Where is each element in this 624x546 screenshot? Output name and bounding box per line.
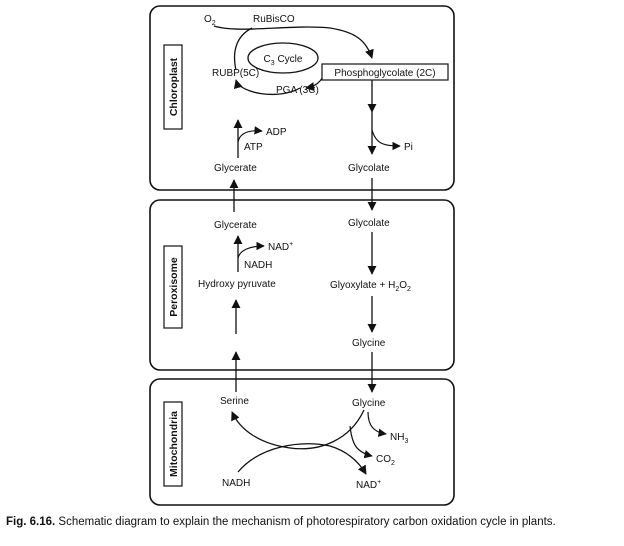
peroxisome-box xyxy=(149,199,455,371)
mitochondria-glycine-label: Glycine xyxy=(352,398,386,409)
c3-cycle-label: C3 Cycle xyxy=(264,54,303,67)
pi-label: Pi xyxy=(404,142,413,153)
glycine-to-serine-arc xyxy=(231,409,365,450)
chloroplast-glycerate-label: Glycerate xyxy=(214,163,257,174)
nh3-release-arrow xyxy=(367,411,387,437)
phosphoglycolate-box xyxy=(321,63,449,81)
calvin-loop-top xyxy=(213,25,374,59)
serine-label: Serine xyxy=(220,396,249,407)
peroxisome-label-tab xyxy=(163,245,183,329)
rubisco-label: RuBisCO xyxy=(253,14,295,25)
figure-caption-text: Schematic diagram to explain the mechani… xyxy=(58,516,556,528)
peroxisome-glycine-label: Glycine xyxy=(352,338,386,349)
co2-release-arrow xyxy=(349,425,373,459)
mitochondria-label: Mitochondria xyxy=(168,411,180,477)
nh3-label: NH3 xyxy=(390,432,408,445)
peroxisome-glycerate-label: Glycerate xyxy=(214,220,257,231)
mitochondria-box xyxy=(149,378,455,506)
peroxisome-nad-label: NAD+ xyxy=(268,241,293,253)
co2-label: CO2 xyxy=(376,454,395,467)
glyoxylate-label: Glyoxylate + H2O2 xyxy=(330,280,411,293)
adp-label: ADP xyxy=(266,127,287,138)
o2-label: O2 xyxy=(204,14,216,27)
figure-number: Fig. 6.16. xyxy=(6,516,56,528)
figure-caption: Fig. 6.16. Schematic diagram to explain … xyxy=(6,516,618,528)
atp-to-adp-arrow xyxy=(237,126,263,143)
hydroxy-pyruvate-label: Hydroxy pyruvate xyxy=(198,279,276,290)
atp-label: ATP xyxy=(244,142,263,153)
mitochondria-nadh-label: NADH xyxy=(222,478,250,489)
pga-label: PGA (3C) xyxy=(276,85,319,96)
atp-arrow-to-pga xyxy=(238,101,290,120)
pga-to-rubp-arc xyxy=(233,79,301,96)
chloroplast-box xyxy=(149,5,455,191)
peroxisome-glycolate-label: Glycolate xyxy=(348,218,390,229)
chloroplast-label-tab xyxy=(163,44,183,130)
rubp-label: RUBP(5C) xyxy=(212,68,259,79)
c3-cycle-ellipse xyxy=(247,42,319,74)
peroxisome-label: Peroxisome xyxy=(168,257,180,317)
rubp-loop-left xyxy=(233,27,253,71)
chloroplast-glycolate-label: Glycolate xyxy=(348,163,390,174)
nadh-to-nad-arrow xyxy=(237,241,265,259)
chloroplast-label: Chloroplast xyxy=(168,57,180,116)
nadh-to-nad-arc xyxy=(237,443,367,475)
peroxisome-nadh-label: NADH xyxy=(244,260,272,271)
mitochondria-label-tab xyxy=(163,401,183,487)
pi-release-arrow xyxy=(371,129,401,151)
phosphoglycolate-label: Phosphoglycolate (2C) xyxy=(334,68,435,79)
mitochondria-nad-label: NAD+ xyxy=(356,479,381,491)
